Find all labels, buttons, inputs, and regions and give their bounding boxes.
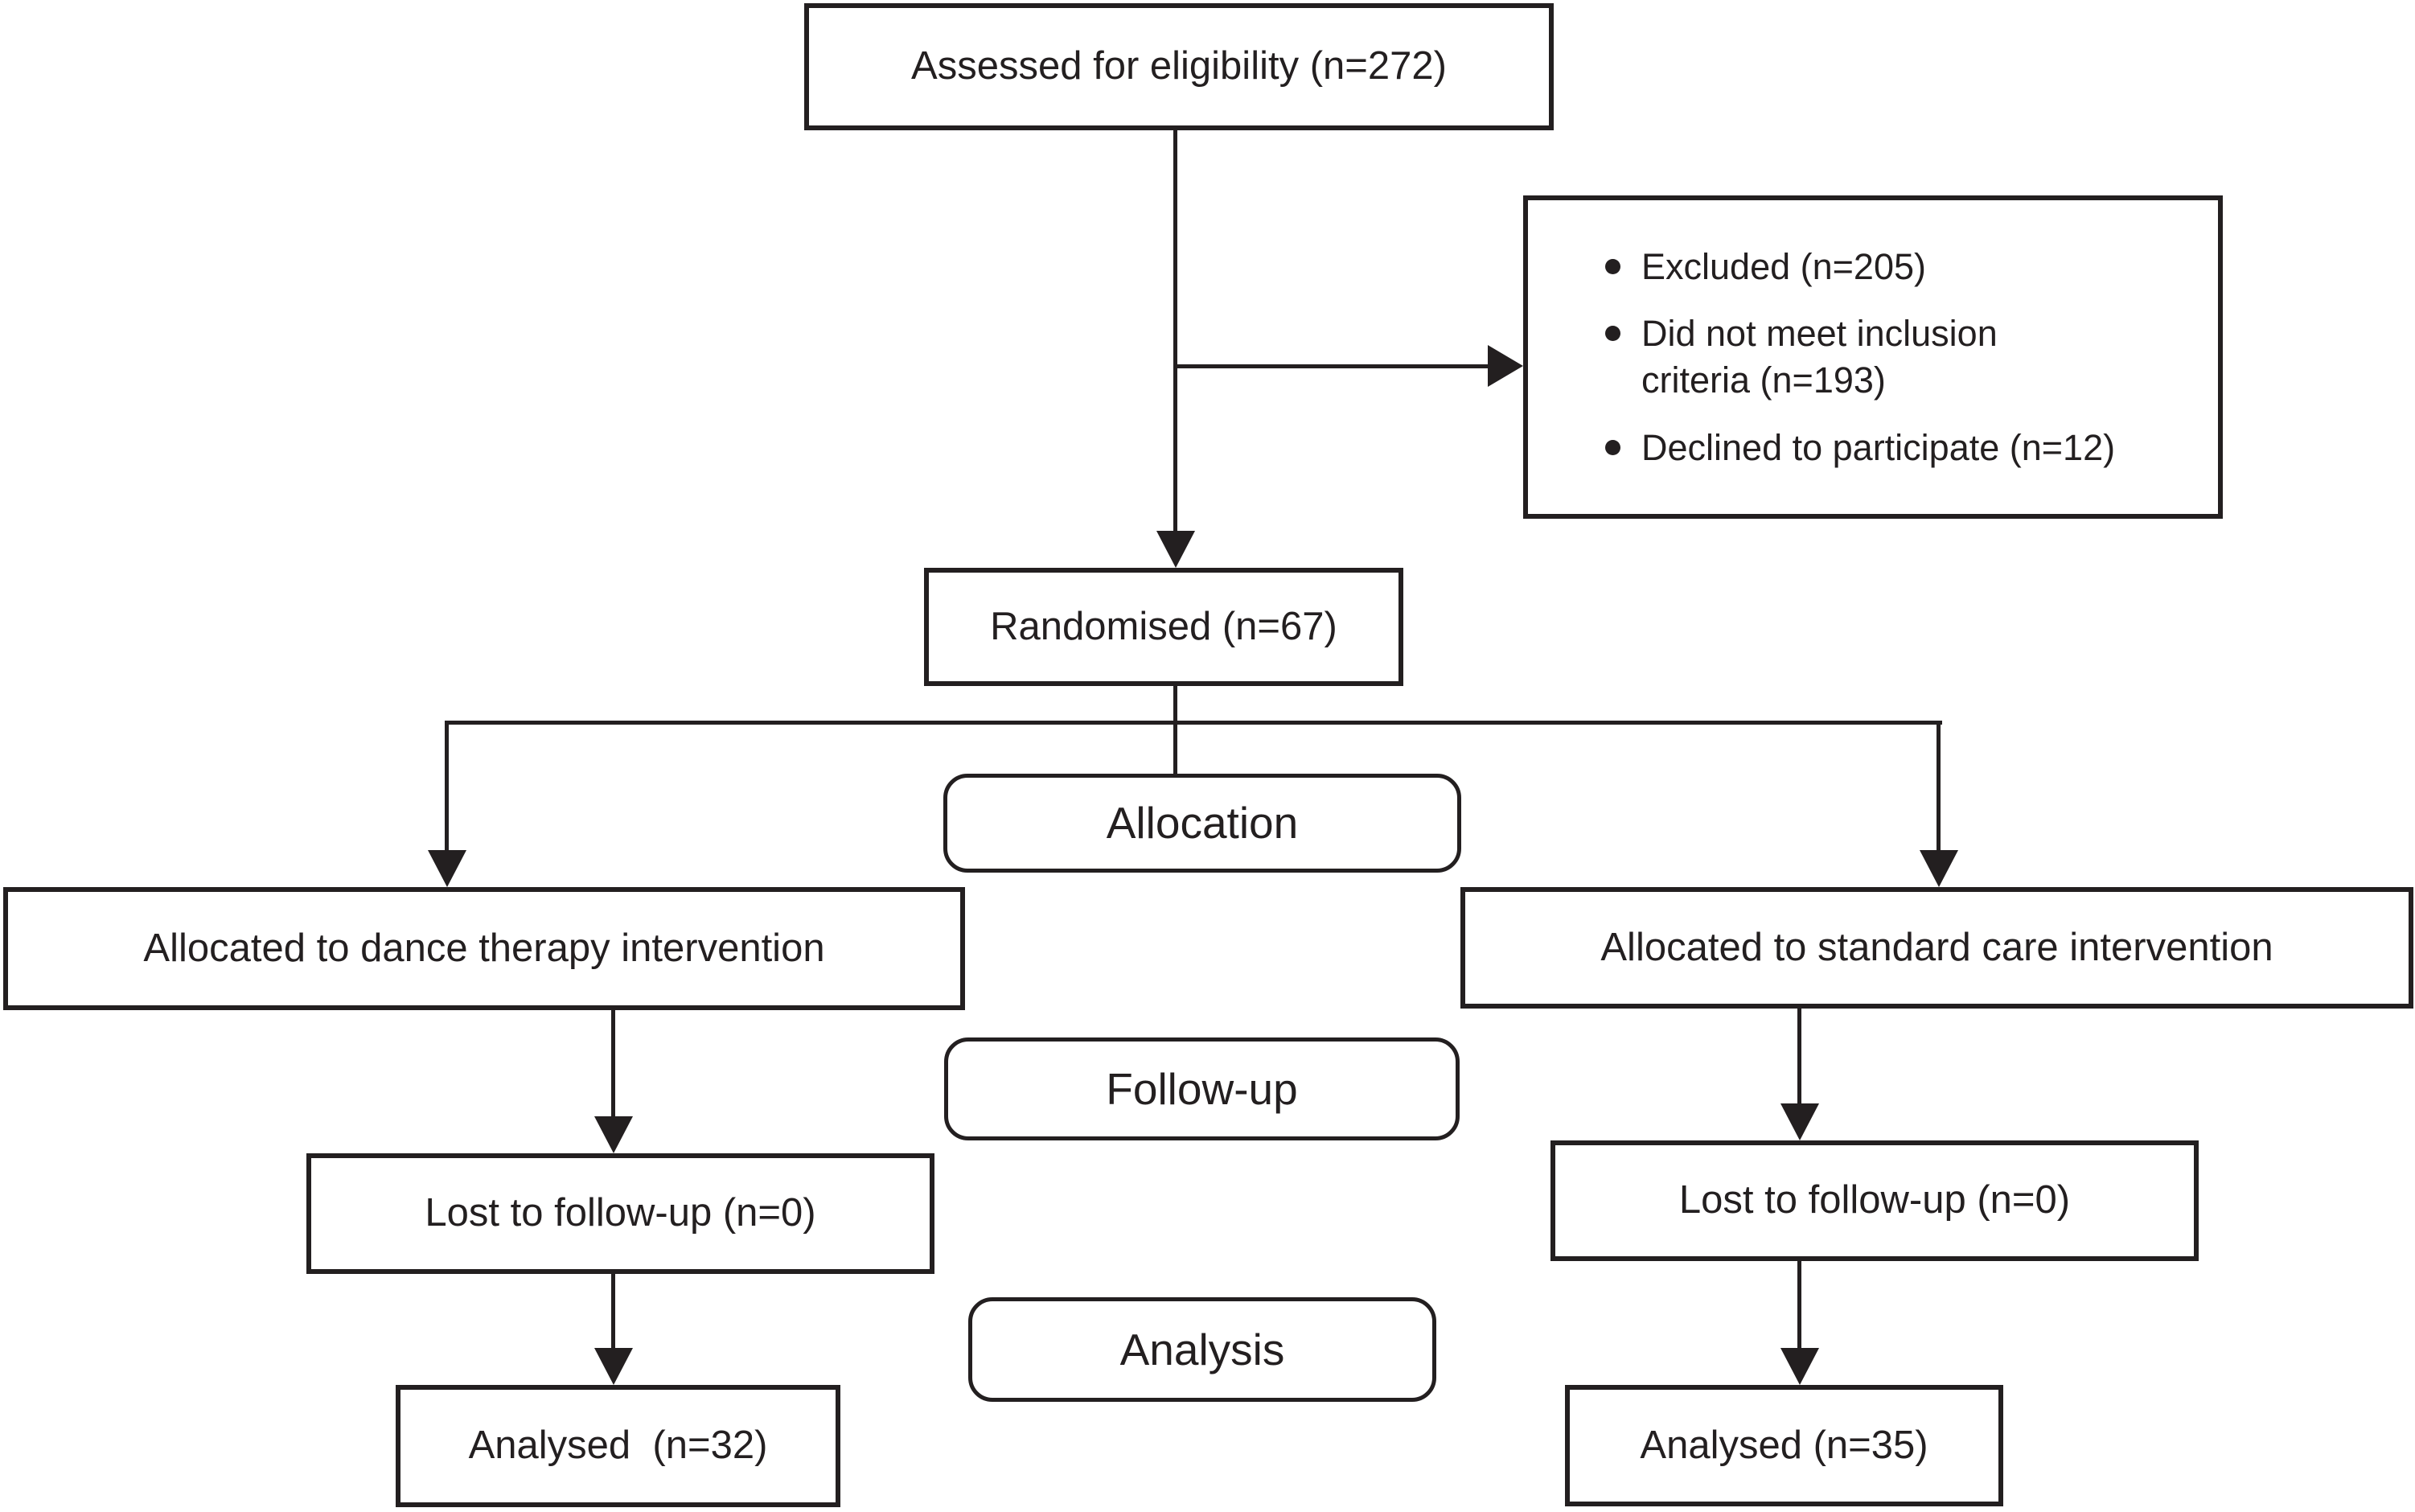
node-lost-to-followup-standard: Lost to follow-up (n=0) — [1550, 1140, 2199, 1261]
node-assessed-eligibility: Assessed for eligibility (n=272) — [804, 3, 1554, 130]
excluded-reason-item: Excluded (n=205) — [1605, 244, 2194, 290]
node-lost-to-followup-dance-label: Lost to follow-up (n=0) — [425, 1191, 816, 1235]
connector-branch-to-allocated-dance — [445, 721, 449, 853]
arrowhead-into-lost-standard — [1780, 1103, 1819, 1140]
node-lost-to-followup-standard-label: Lost to follow-up (n=0) — [1678, 1178, 2071, 1222]
arrowhead-into-allocated-standard — [1920, 850, 1958, 887]
connector-assessed-to-randomised — [1173, 127, 1177, 534]
excluded-reasons-list: Excluded (n=205) Did not meet inclusion … — [1528, 244, 2218, 470]
node-randomised: Randomised (n=67) — [924, 568, 1403, 686]
node-allocated-dance-therapy-label: Allocated to dance therapy intervention — [143, 926, 825, 970]
connector-randomisation-branch — [445, 721, 1942, 725]
node-analysed-standard-label: Analysed (n=35) — [1640, 1423, 1928, 1467]
node-analysed-dance-label: Analysed (n=32) — [468, 1424, 768, 1468]
node-assessed-eligibility-label: Assessed for eligibility (n=272) — [911, 44, 1447, 88]
node-analysed-standard: Analysed (n=35) — [1565, 1385, 2003, 1506]
connector-branch-to-allocated-standard — [1937, 721, 1941, 853]
stage-label-analysis-text: Analysis — [1119, 1324, 1285, 1374]
arrowhead-into-randomised — [1156, 531, 1195, 568]
bullet-dot-icon — [1605, 258, 1620, 274]
arrowhead-into-allocated-dance — [428, 850, 466, 887]
node-analysed-dance: Analysed (n=32) — [396, 1385, 840, 1507]
connector-allocated-dance-to-lost — [611, 1009, 615, 1118]
connector-randomised-to-allocation — [1173, 684, 1177, 775]
stage-label-analysis: Analysis — [968, 1297, 1436, 1402]
arrowhead-into-analysed-standard — [1780, 1348, 1819, 1385]
node-allocated-standard-care: Allocated to standard care intervention — [1460, 887, 2413, 1009]
node-lost-to-followup-dance: Lost to follow-up (n=0) — [306, 1153, 934, 1274]
stage-label-allocation-text: Allocation — [1106, 798, 1299, 848]
stage-label-follow-up: Follow-up — [944, 1037, 1460, 1140]
connector-lost-dance-to-analysed — [611, 1272, 615, 1350]
node-allocated-standard-care-label: Allocated to standard care intervention — [1600, 925, 2273, 969]
stage-label-follow-up-text: Follow-up — [1106, 1063, 1298, 1114]
node-randomised-label: Randomised (n=67) — [990, 604, 1337, 648]
connector-assessed-to-excluded — [1173, 364, 1489, 368]
excluded-reason-text: Did not meet inclusion criteria (n=193) — [1641, 313, 1998, 401]
arrowhead-into-excluded — [1488, 345, 1523, 387]
stage-label-allocation: Allocation — [943, 774, 1461, 873]
bullet-dot-icon — [1605, 439, 1620, 455]
node-allocated-dance-therapy: Allocated to dance therapy intervention — [3, 887, 965, 1010]
arrowhead-into-lost-dance — [594, 1116, 633, 1153]
connector-allocated-standard-to-lost — [1797, 1007, 1801, 1105]
node-excluded-reasons: Excluded (n=205) Did not meet inclusion … — [1523, 195, 2223, 519]
excluded-reason-item: Did not meet inclusion criteria (n=193) — [1605, 310, 2194, 403]
excluded-reason-text: Declined to participate (n=12) — [1641, 426, 2116, 468]
connector-lost-standard-to-analysed — [1797, 1259, 1801, 1350]
arrowhead-into-analysed-dance — [594, 1348, 633, 1385]
bullet-dot-icon — [1605, 326, 1620, 342]
excluded-reason-item: Declined to participate (n=12) — [1605, 425, 2194, 471]
excluded-reason-text: Excluded (n=205) — [1641, 245, 1926, 287]
